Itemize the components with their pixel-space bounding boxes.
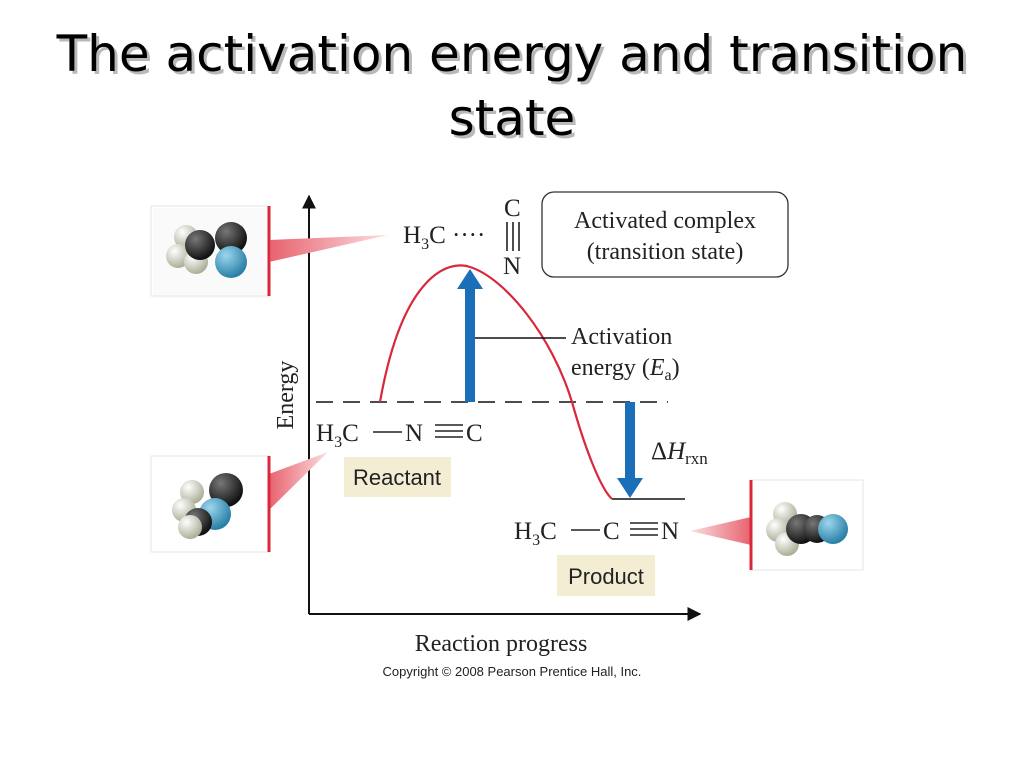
product-tag: Product [568,564,644,589]
reactant-formula: H3C [316,420,359,451]
activation-energy-label-line1: Activation [571,324,672,350]
activated-complex-line2: (transition state) [587,239,744,265]
x-axis-label: Reaction progress [415,631,588,657]
slide-title: The activation energy and transition sta… [56,25,968,147]
activation-energy-label-line2: energy (Ea) [571,355,680,384]
transition-state-left-formula: H3C ···· [403,222,485,253]
delta-h-arrow-head [617,478,643,498]
y-axis-label: Energy [273,361,299,430]
product-callout-wedge [690,517,751,545]
reactant-n-atom: N [405,420,423,447]
reactant-callout-wedge [269,452,328,510]
reactant-tag: Reactant [353,465,441,490]
transition-state-callout-wedge [269,235,388,262]
product-tag-box [557,555,655,596]
transition-state-model-icon [150,205,271,298]
product-c-atom: C [603,518,620,545]
activated-complex-line1: Activated complex [574,208,756,234]
activated-complex-box [541,191,789,278]
reactant-model-icon [150,455,271,553]
delta-h-arrow-shaft [625,402,635,480]
reactant-c-atom: C [466,420,483,447]
product-model-icon [749,479,864,571]
copyright-notice: Copyright © 2008 Pearson Prentice Hall, … [383,664,642,679]
transition-state-top-atom: C [504,195,521,222]
delta-h-rxn-label: ΔHrxn [651,438,708,468]
product-n-atom: N [661,518,679,545]
activation-arrow-shaft [465,286,475,402]
reactant-tag-box [344,457,451,497]
transition-state-bottom-atom: N [503,253,521,280]
product-formula: H3C [514,518,557,549]
activation-arrow-head [457,269,483,289]
reaction-energy-curve [378,264,613,500]
